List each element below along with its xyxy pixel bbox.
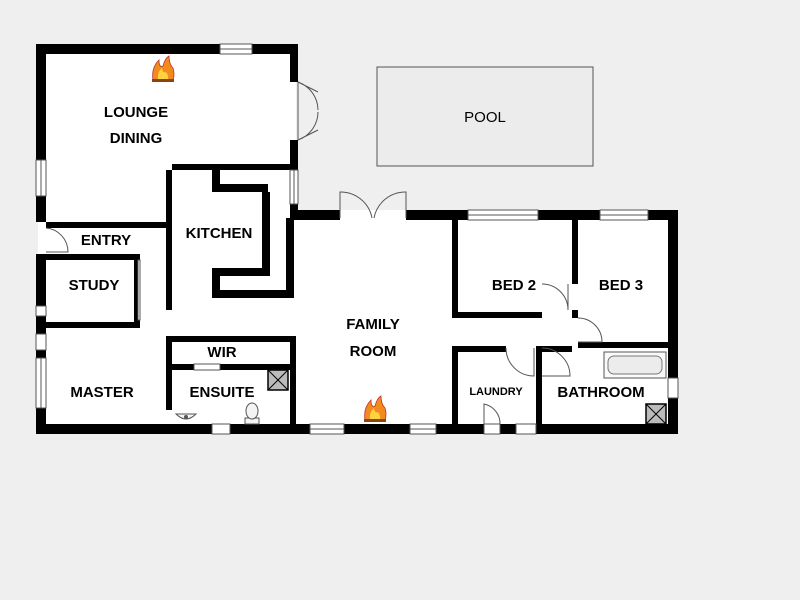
study-label: STUDY: [69, 277, 120, 294]
bed3-label: BED 3: [599, 277, 643, 294]
laundry-label: LAUNDRY: [469, 386, 523, 398]
fireplace-icon: [364, 395, 387, 422]
room-label: ROOM: [350, 343, 397, 360]
window-icon: [35, 43, 679, 435]
toilet-icon: [244, 402, 260, 425]
basin-icon: [174, 413, 198, 420]
ensuite-label: ENSUITE: [189, 384, 254, 401]
family-label: FAMILY: [346, 316, 400, 333]
kitchen-label: KITCHEN: [186, 225, 253, 242]
wir-label: WIR: [207, 344, 236, 361]
pool-label: POOL: [464, 109, 506, 126]
dining-label: DINING: [110, 130, 163, 147]
entry-label: ENTRY: [81, 232, 131, 249]
bathtub-icon: [603, 351, 667, 379]
shower-icon: [267, 369, 289, 391]
door-swing-icon: [45, 81, 603, 425]
shower-icon: [645, 403, 667, 425]
bathroom-label: BATHROOM: [557, 384, 644, 401]
fireplace-icon: [152, 55, 175, 82]
pool-outline: [376, 66, 594, 167]
master-label: MASTER: [70, 384, 134, 401]
lounge-label: LOUNGE: [104, 104, 168, 121]
bed2-label: BED 2: [492, 277, 536, 294]
walls: [36, 44, 678, 434]
